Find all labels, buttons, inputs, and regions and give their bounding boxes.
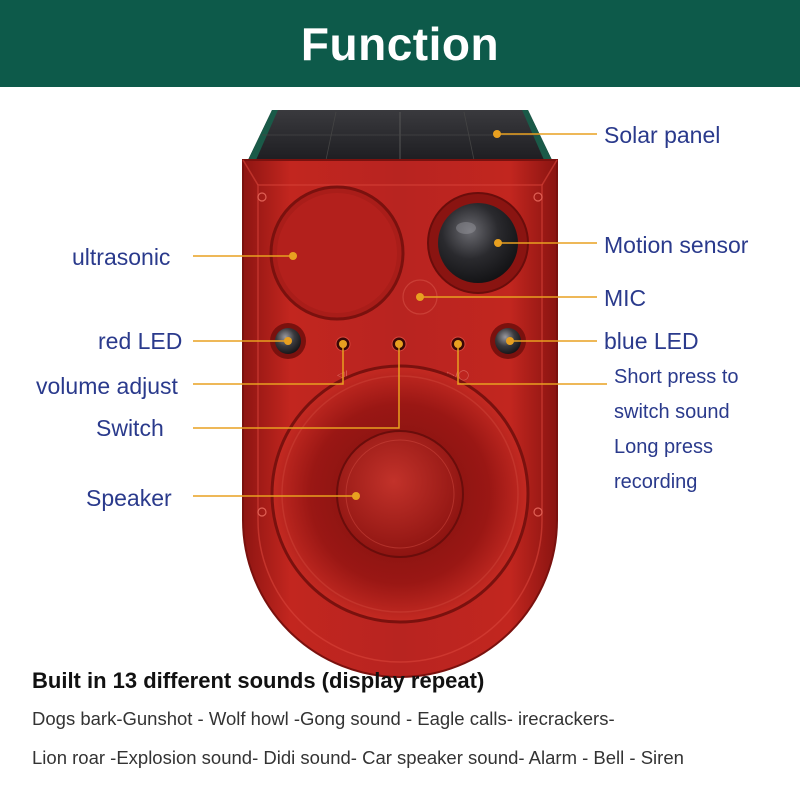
page-title: Function (300, 17, 500, 70)
label-ultrasonic: ultrasonic (72, 244, 171, 270)
header-banner: Function (0, 0, 800, 87)
label-speaker: Speaker (86, 485, 172, 511)
motion-sensor (427, 192, 529, 294)
label-volume-adjust: volume adjust (36, 373, 178, 399)
speaker (270, 364, 530, 624)
label-mic: MIC (604, 285, 647, 311)
label-solar-panel: Solar panel (604, 122, 721, 148)
solar-panel (248, 110, 552, 161)
sounds-list-line2: Lion roar -Explosion sound- Didi sound- … (32, 747, 684, 768)
label-long-press-line2: recording (614, 471, 698, 493)
leader-lines (193, 133, 607, 497)
label-long-press-line1: Long press (614, 436, 713, 458)
label-switch: Switch (96, 415, 164, 441)
label-blue-led: blue LED (604, 328, 699, 354)
ultrasonic-emitter (269, 185, 405, 321)
sounds-list-line1: Dogs bark-Gunshot - Wolf howl -Gong soun… (32, 708, 615, 729)
label-red-led: red LED (98, 328, 183, 354)
label-short-press-line2: switch sound (614, 401, 730, 423)
sounds-heading: Built in 13 different sounds (display re… (32, 668, 485, 693)
leader-dots (284, 130, 514, 500)
label-short-press-line1: Short press to (614, 366, 739, 388)
label-motion-sensor: Motion sensor (604, 232, 749, 258)
